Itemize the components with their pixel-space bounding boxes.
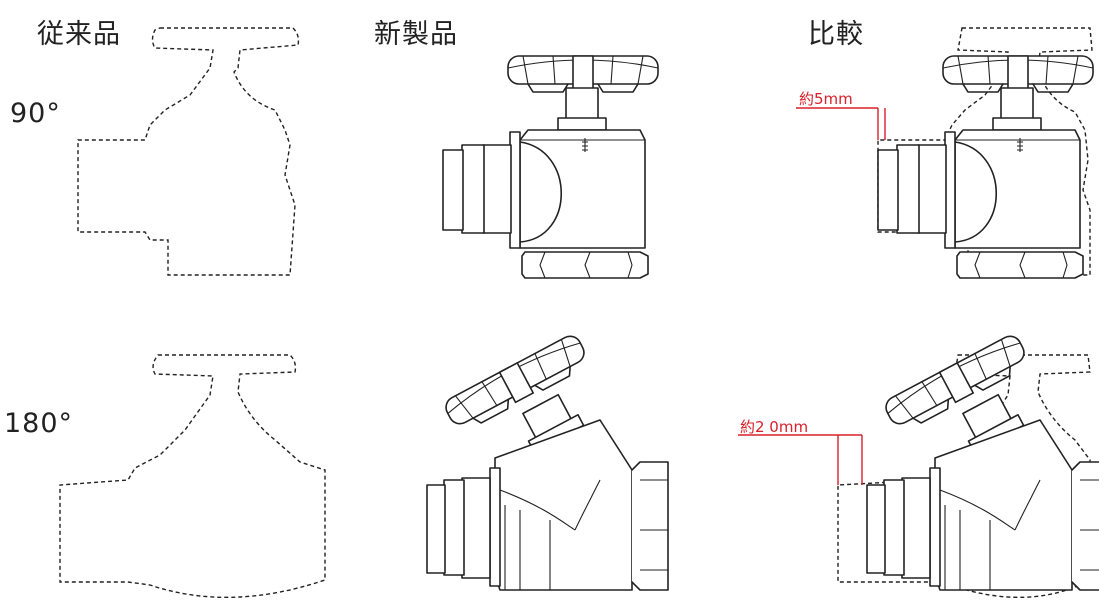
header-comparison: 比較 [808, 19, 864, 50]
angle-label-180: 180° [4, 408, 74, 439]
new-valve-180 [427, 332, 668, 590]
header-new-product: 新製品 [374, 19, 458, 50]
conventional-valve-180 [59, 354, 326, 599]
comparison-valve-180 [738, 332, 1099, 599]
annotation-diff-180: 約2 0mm [740, 418, 809, 436]
conventional-valve-90 [77, 27, 300, 276]
header-conventional: 従来品 [37, 19, 121, 50]
angle-label-90: 90° [10, 98, 61, 129]
new-valve-90 [443, 56, 658, 278]
comparison-valve-90 [796, 27, 1093, 278]
annotation-diff-90: 約5mm [799, 90, 853, 108]
